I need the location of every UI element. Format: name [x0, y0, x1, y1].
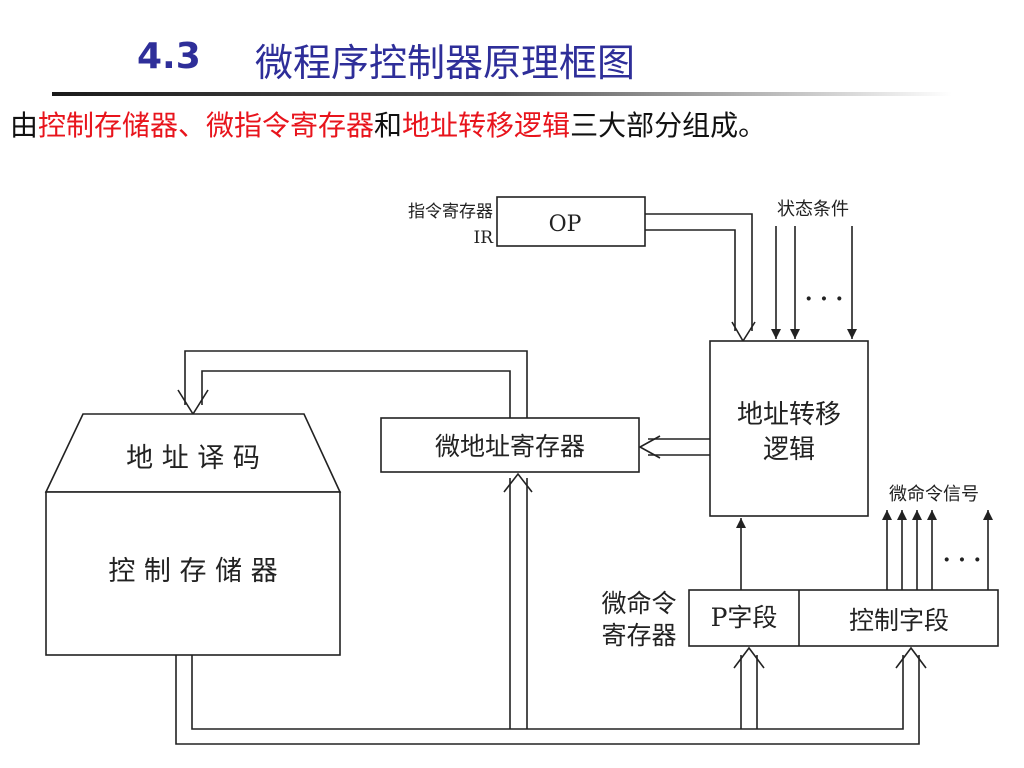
op-label: OP: [549, 212, 582, 237]
subtitle-part-1: 由: [10, 109, 39, 142]
control-field-label: 控制字段: [849, 606, 949, 635]
subtitle-highlight-1: 控制存储器、微指令寄存器: [38, 109, 375, 142]
micro-instruction-register-box: [688, 589, 999, 647]
op-to-logic-line-outer: [645, 213, 753, 331]
status-dots: · · ·: [805, 286, 843, 312]
p-field-label: P字段: [711, 603, 778, 632]
control-field-arrowhead: [895, 646, 927, 669]
p-field-arrowhead: [733, 646, 765, 669]
address-transfer-logic-box: [709, 340, 869, 517]
mar-to-decoder-line-inner: [201, 370, 511, 418]
ir-label-line2: IR: [473, 228, 494, 248]
micro-address-register-label: 微地址寄存器: [435, 432, 585, 461]
bus-to-mar-arrowhead: [503, 472, 533, 493]
address-logic-label-line2: 逻辑: [763, 435, 815, 465]
mir-label-line2: 寄存器: [601, 621, 676, 650]
store-out-line-inner: [191, 655, 904, 730]
mar-to-decoder-line-outer: [184, 350, 528, 418]
address-logic-label-line1: 地址转移: [737, 400, 841, 430]
op-to-logic-line-inner: [645, 229, 736, 331]
op-box: [496, 196, 646, 247]
title-text: 微程序控制器原理框图: [255, 41, 636, 85]
section-number: 4.3: [137, 36, 201, 77]
control-store-box: [45, 491, 341, 656]
decoder-label: 地 址 译 码: [126, 443, 260, 474]
subtitle-highlight-2: 地址转移逻辑: [402, 109, 571, 142]
micro-command-signal-label: 微命令信号: [889, 484, 979, 505]
subtitle-part-2: 和: [374, 109, 403, 142]
slide-title: 4.3 微程序控制器原理框图: [0, 30, 1024, 90]
ir-label-line1: 指令寄存器: [408, 202, 493, 222]
signal-dots: · · ·: [943, 547, 981, 573]
mir-label-line1: 微命令: [601, 589, 676, 618]
mar-to-decoder-arrowhead: [177, 389, 209, 416]
title-divider: [52, 92, 952, 96]
status-conditions-label: 状态条件: [777, 199, 849, 220]
subtitle-part-3: 三大部分组成。: [570, 109, 767, 142]
subtitle-sentence: 由控制存储器、微指令寄存器和地址转移逻辑三大部分组成。: [10, 104, 766, 144]
control-store-label: 控 制 存 储 器: [108, 556, 277, 587]
store-out-line-outer: [175, 655, 920, 745]
logic-to-mar-arrowhead: [638, 435, 661, 459]
